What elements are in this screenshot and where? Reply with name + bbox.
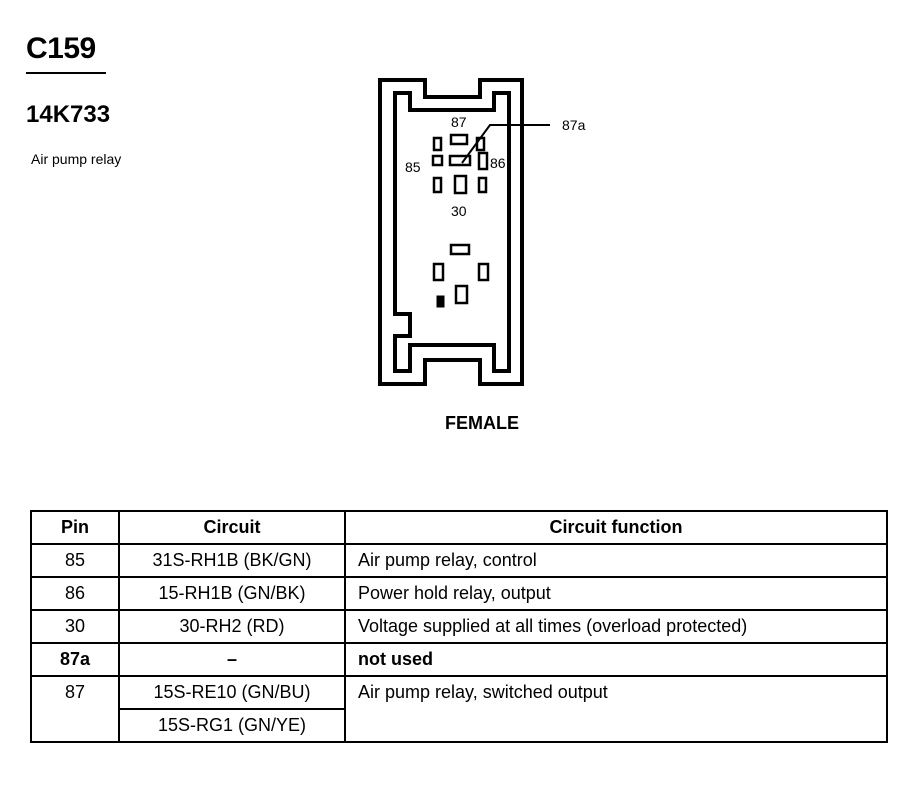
connector-housing-inner [393,91,511,373]
component-description: Air pump relay [31,151,122,167]
terminal-30-slot-left [432,176,443,194]
pin-cell: 87a [30,642,120,677]
terminal-86-slot [477,151,489,171]
pin-label-87a: 87a [562,117,586,133]
connector-diagram: 87 87a 85 86 30 [378,78,586,386]
pin-label-30: 30 [451,203,467,219]
table-row: 85 31S-RH1B (BK/GN) Air pump relay, cont… [30,543,888,578]
terminal-87-slot-left [432,136,443,152]
table-row: 15S-RG1 (GN/YE) [31,708,887,743]
header-function: Circuit function [344,510,888,545]
connector-id-underline [26,72,106,74]
function-cell: not used [344,642,888,677]
pin-label-86: 86 [490,155,506,171]
circuit-cell: 15-RH1B (GN/BK) [118,576,346,611]
terminal-30-slot-center [453,174,468,195]
pin-87a-leader-line [461,124,550,164]
table-row: 87a – not used [30,642,888,677]
pin-cell: 85 [30,543,120,578]
function-cell: Voltage supplied at all times (overload … [344,609,888,644]
circuit-cell: – [118,642,346,677]
circuit-cell: 31S-RH1B (BK/GN) [118,543,346,578]
header-circuit: Circuit [118,510,346,545]
table-header-row: Pin Circuit Circuit function [30,510,888,545]
circuit-cell: 15S-RG1 (GN/YE) [118,708,346,743]
lower-cavity-center [454,284,469,305]
circuit-cell: 30-RH2 (RD) [118,609,346,644]
pin-label-87: 87 [451,114,467,130]
connector-id: C159 [26,32,96,65]
terminal-30-slot-right [477,176,488,194]
connector-gender-label: FEMALE [445,413,519,433]
lower-cavity-small [436,295,445,308]
function-cell: Air pump relay, control [344,543,888,578]
pin-cell: 86 [30,576,120,611]
lower-cavity-right [477,262,490,282]
table-row: 86 15-RH1B (GN/BK) Power hold relay, out… [30,576,888,611]
function-cell: Air pump relay, switched output [344,675,888,743]
terminal-87a-slot [448,154,472,167]
lower-cavity-top [449,243,471,256]
circuit-cell: 15S-RE10 (GN/BU) [118,675,346,710]
pin-cell: 87 [30,675,120,743]
lower-cavity-left [432,262,445,282]
part-number: 14K733 [26,101,111,128]
function-cell: Power hold relay, output [344,576,888,611]
pin-table: Pin Circuit Circuit function 85 31S-RH1B… [30,510,888,743]
table-row: 30 30-RH2 (RD) Voltage supplied at all t… [30,609,888,644]
connector-housing-outer [378,78,524,386]
pin-cell: 30 [30,609,120,644]
pin-label-85: 85 [405,159,421,175]
terminal-87-slot-center [449,133,469,146]
terminal-85-slot [431,154,444,167]
header-pin: Pin [30,510,120,545]
table-row: 87 15S-RE10 (GN/BU) Air pump relay, swit… [30,675,888,743]
